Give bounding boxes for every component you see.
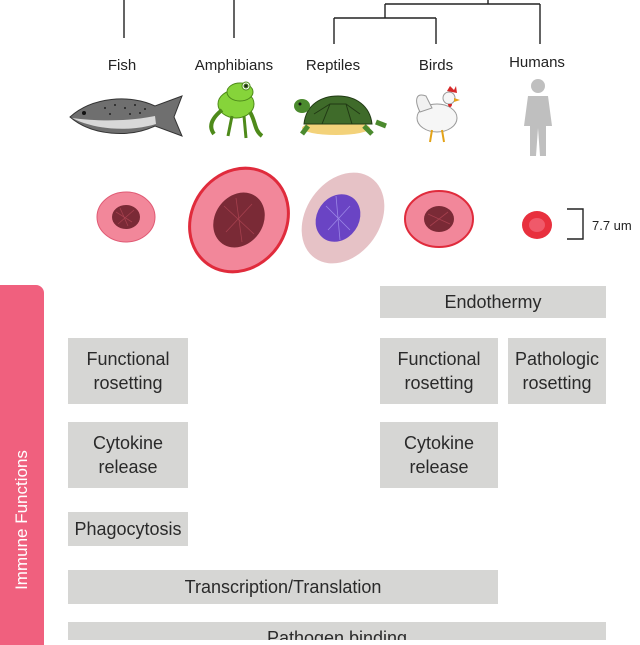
fish-illustration [69,95,183,137]
pathogen-binding-label: Pathogen binding [266,628,408,640]
taxon-label-humans: Humans [509,54,565,71]
cytokine-release-box-birds: Cytokine release [380,422,498,488]
transcription-translation-box: Transcription/Translation [68,570,498,604]
endothermy-box: Endothermy [380,286,606,318]
phagocytosis-box: Phagocytosis [68,512,188,546]
cytokine-release-box-ectotherms: Cytokine release [68,422,188,488]
human-rbc [522,211,552,239]
frog-illustration [209,81,264,139]
taxon-label-amphibians: Amphibians [194,57,274,74]
taxon-label-birds: Birds [418,57,454,74]
functional-rosetting-box-birds: Functional rosetting [380,338,498,404]
reptile-rbc [301,172,385,264]
chicken-illustration [416,86,460,143]
scale-label: 7.7 um [592,218,632,233]
bird-rbc [404,190,474,248]
immune-functions-bar [0,285,44,645]
taxon-label-reptiles: Reptiles [305,57,361,74]
pathologic-rosetting-box: Pathologic rosetting [508,338,606,404]
taxon-label-fish: Fish [107,57,137,74]
turtle-illustration [294,95,387,136]
fish-rbc [96,191,156,243]
scale-bracket [567,208,584,240]
human-silhouette [524,79,552,156]
amphibian-rbc [188,166,290,274]
immune-functions-label: Immune Functions [12,450,31,590]
pathogen-binding-box: Pathogen binding [68,622,606,640]
functional-rosetting-box-ectotherms: Functional rosetting [68,338,188,404]
